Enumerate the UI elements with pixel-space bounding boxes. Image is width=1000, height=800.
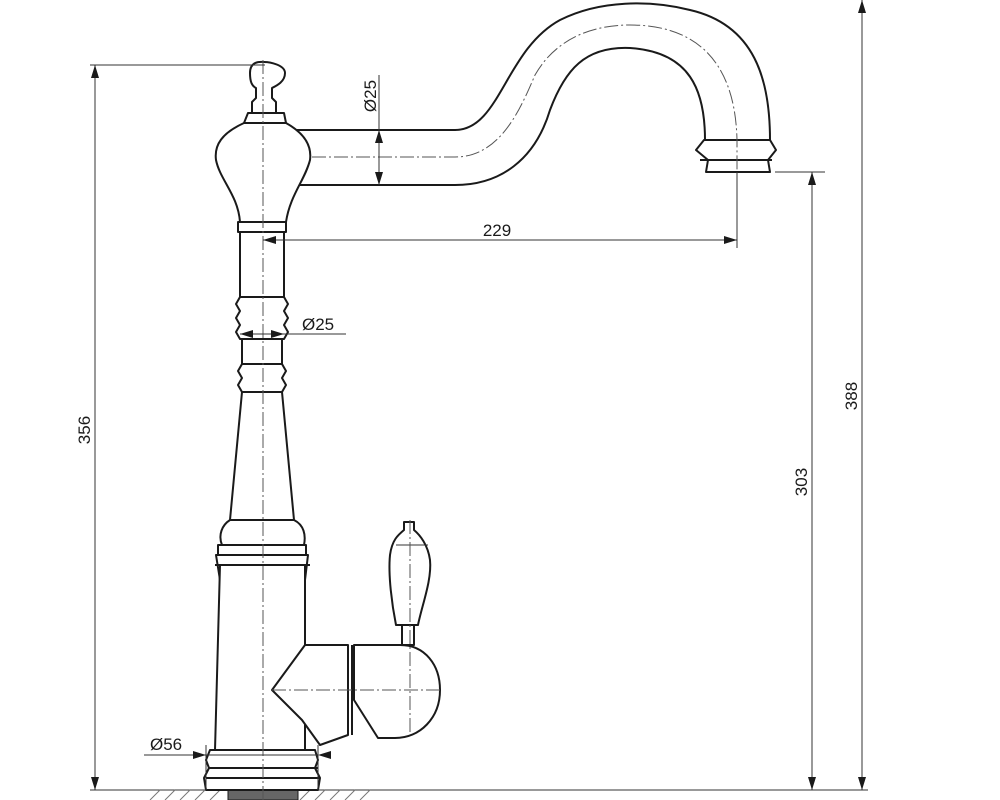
dimension-body-diameter: Ø25 bbox=[240, 315, 346, 338]
spout bbox=[289, 2, 777, 186]
overall-height-label: 388 bbox=[842, 382, 861, 410]
dimension-outlet-height: 303 bbox=[375, 171, 825, 791]
faucet-body bbox=[203, 60, 321, 791]
dimension-spout-reach: 229 bbox=[263, 172, 738, 248]
centerlines bbox=[262, 60, 440, 800]
spout-reach-label: 229 bbox=[483, 221, 511, 240]
dimension-overall-height: 388 bbox=[825, 0, 868, 791]
dimension-spout-diameter: Ø25 bbox=[361, 75, 383, 185]
total-height-label: 356 bbox=[75, 416, 94, 444]
base-diameter-label: Ø56 bbox=[150, 735, 182, 754]
dimension-base-diameter: Ø56 bbox=[144, 735, 331, 790]
outlet-height-label: 303 bbox=[792, 468, 811, 496]
body-diameter-label: Ø25 bbox=[302, 315, 334, 334]
dimension-total-height: 356 bbox=[75, 64, 265, 791]
spout-diameter-label: Ø25 bbox=[361, 80, 380, 112]
